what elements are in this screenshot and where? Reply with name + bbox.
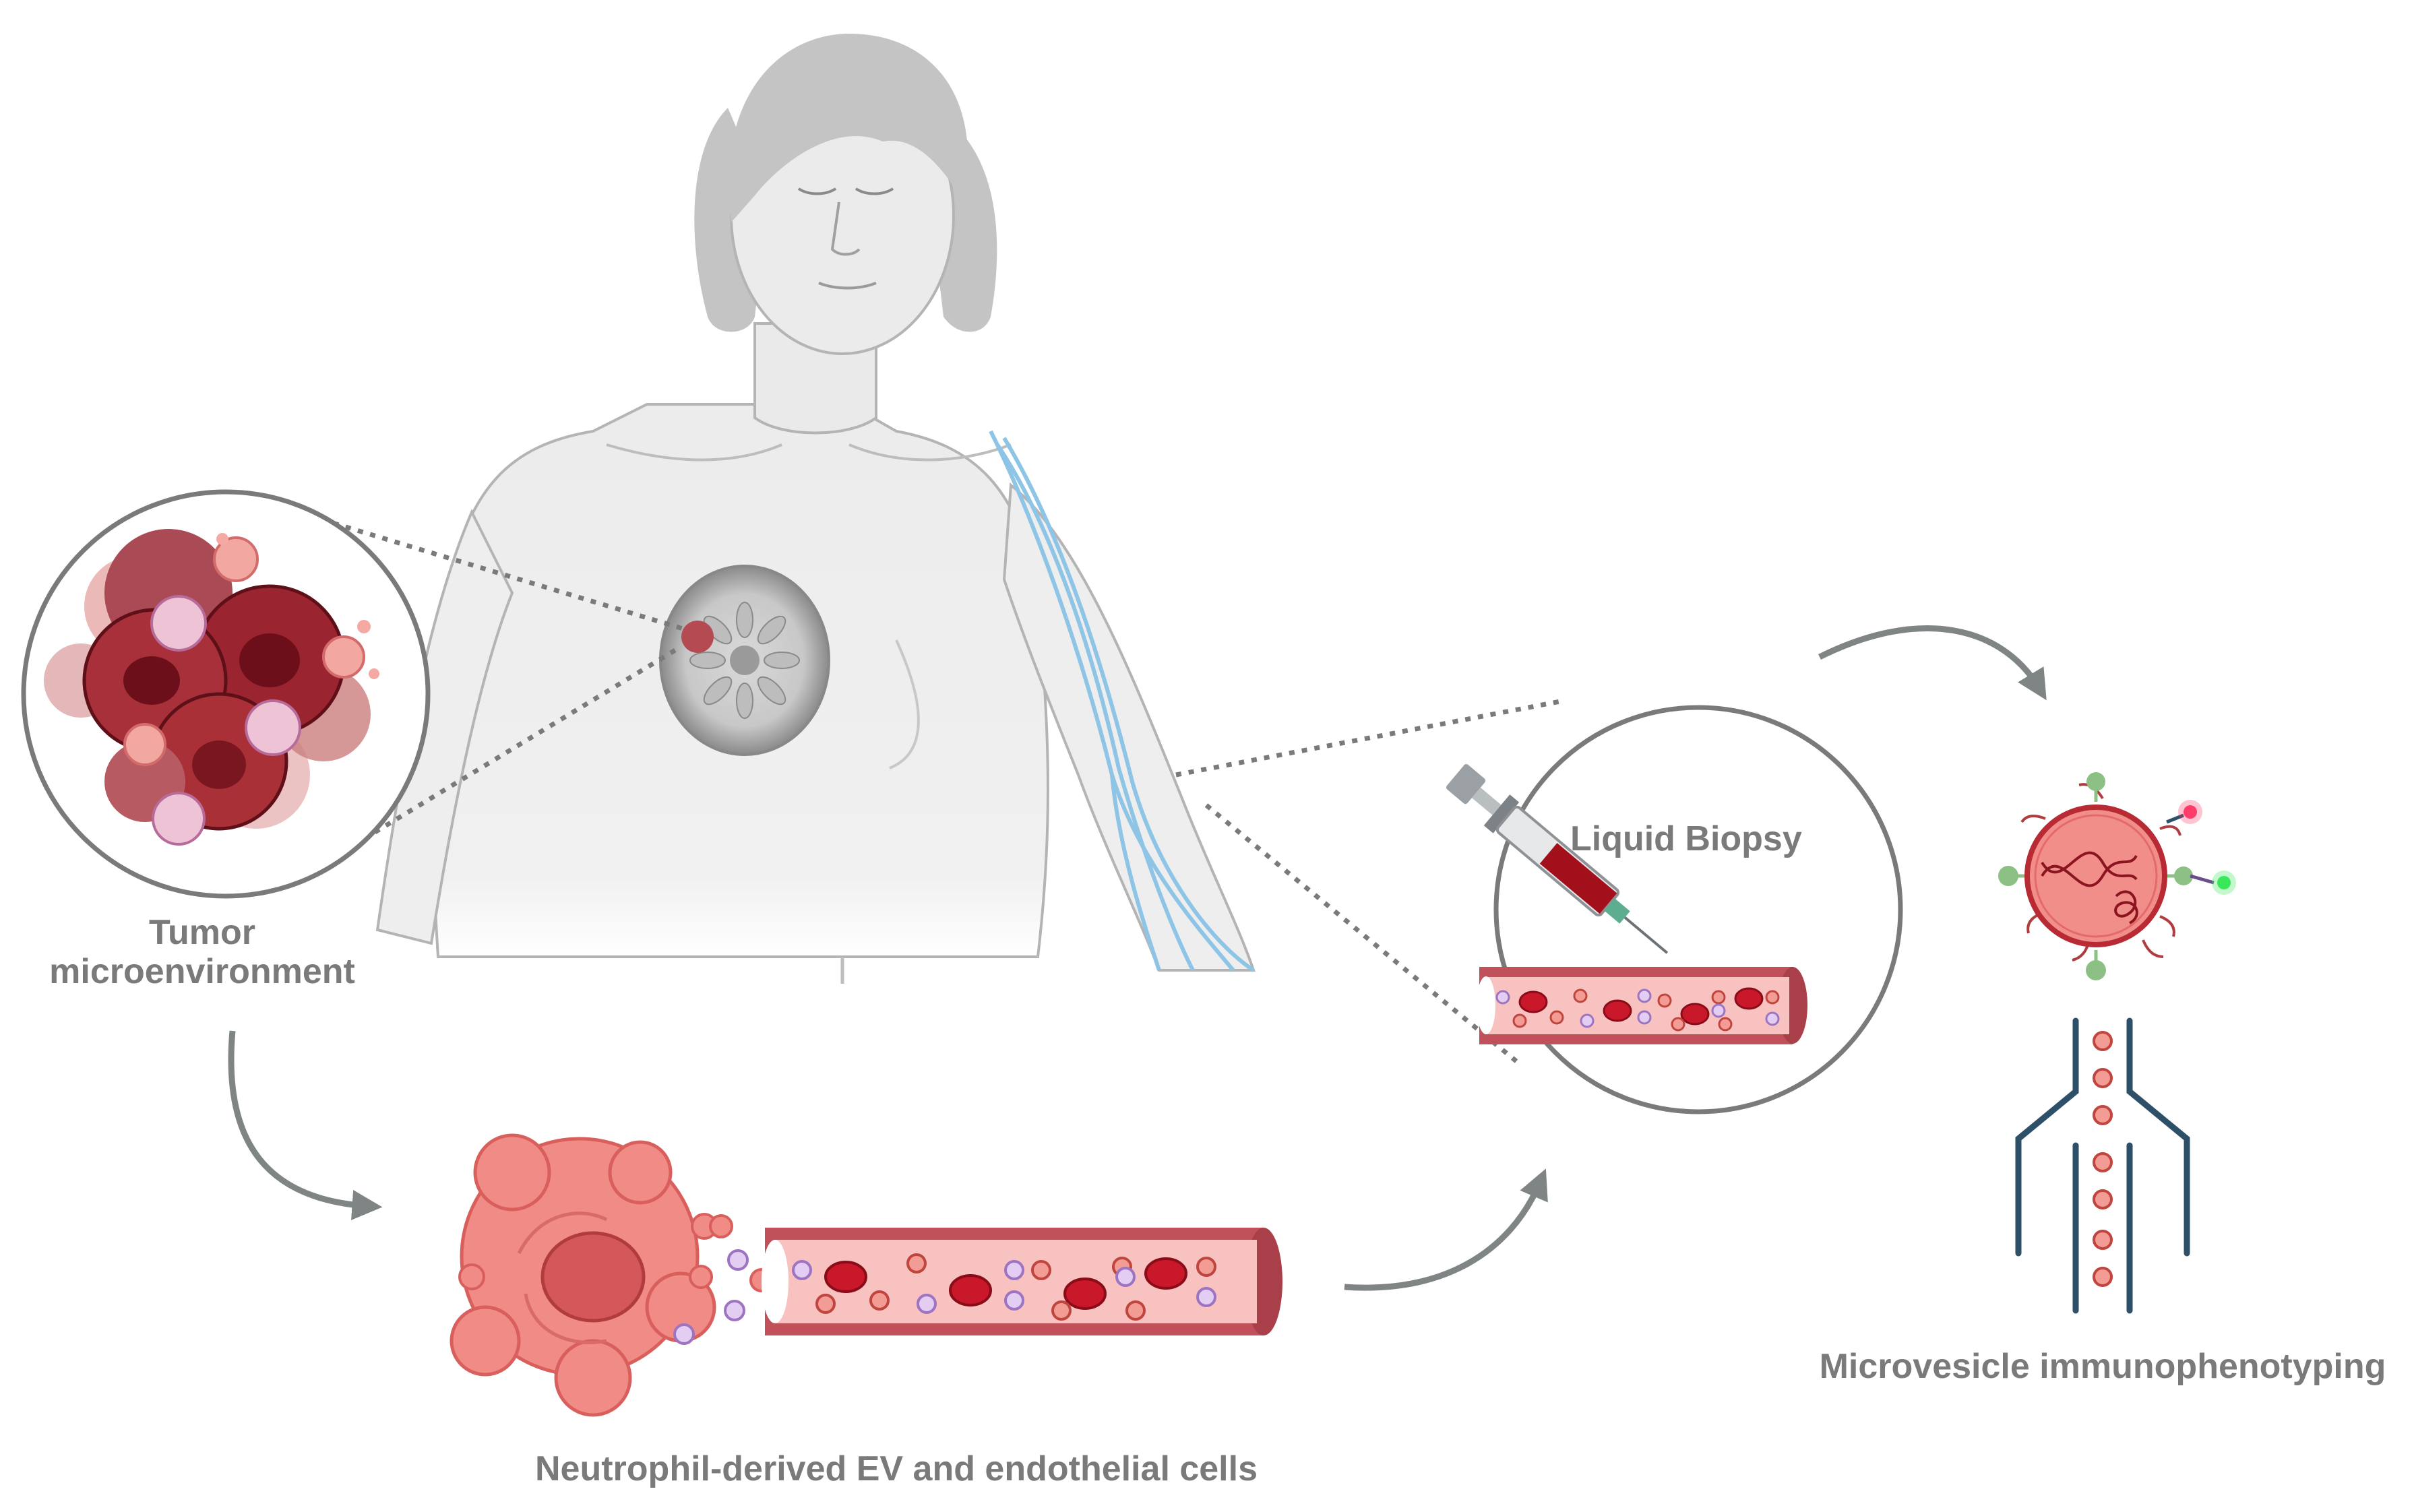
liquid-biopsy-circle — [1446, 705, 1903, 1114]
red-blood-cells — [824, 1257, 1187, 1310]
tumor-cells — [44, 529, 379, 846]
flow-cell-channel — [2015, 1017, 2190, 1314]
breast-anatomy — [659, 565, 830, 756]
microvesicle — [1998, 772, 2236, 980]
biopsy-vessel — [1477, 967, 1807, 1044]
extracellular-vesicles — [792, 1260, 1216, 1314]
arrow-tumor-to-neutrophil — [228, 1030, 383, 1220]
tumor-microenvironment-circle — [21, 489, 431, 899]
liquid-biopsy-label: Liquid Biopsy — [1570, 819, 1802, 858]
dna-icon — [2041, 851, 2138, 924]
arm-veins — [989, 430, 1255, 972]
microvesicle-immunophenotyping-label: Microvesicle immunophenotyping — [1819, 1347, 2386, 1386]
syringe-icon — [1446, 763, 1669, 954]
woman-figure — [375, 34, 1256, 984]
neutrophil-ev-label: Neutrophil-derived EV and endothelial ce… — [535, 1449, 1258, 1488]
blood-vessel — [762, 1228, 1282, 1335]
antibody-green-icon — [2190, 871, 2236, 895]
tumor-dot — [681, 621, 714, 653]
flowing-vesicles — [2093, 1031, 2113, 1287]
tumor-label-line2: microenvironment — [49, 952, 355, 991]
arrow-vessel-to-biopsy — [1344, 1168, 1548, 1291]
flow-arrows — [228, 625, 2047, 1291]
tumor-label-line1: Tumor — [149, 913, 255, 952]
zoom-connectors — [295, 509, 1564, 1063]
arrow-biopsy-to-microvesicle — [1818, 625, 2047, 701]
antibody-red-icon — [2166, 800, 2202, 824]
tumor-microenvironment-label: Tumor microenvironment — [40, 913, 364, 991]
neutrophil-cell — [450, 1133, 774, 1417]
